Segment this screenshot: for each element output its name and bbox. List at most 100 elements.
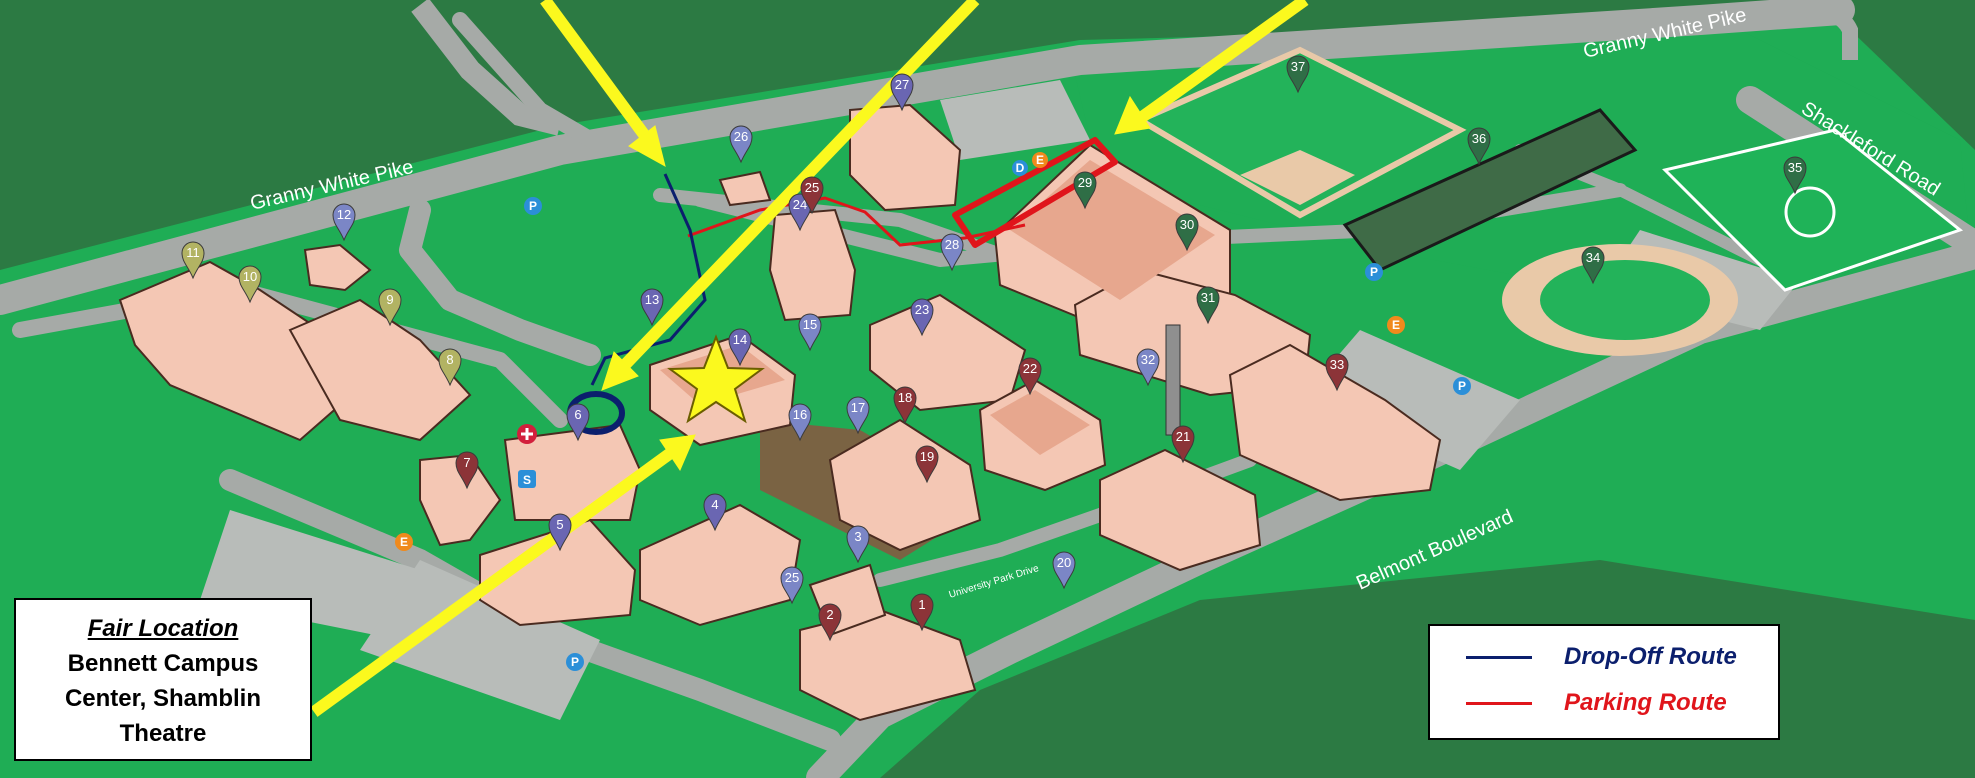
map-pin-icon — [455, 451, 479, 490]
building-marker-number: 30 — [1180, 217, 1194, 232]
fair-location-callout: Fair Location Bennett Campus Center, Sha… — [14, 598, 312, 761]
map-pin-icon — [846, 396, 870, 435]
legend-label-drop-off: Drop-Off Route — [1564, 643, 1737, 670]
map-pin-icon — [1783, 156, 1807, 195]
building-marker[interactable]: 32 — [1136, 348, 1160, 387]
map-pin-icon — [1136, 348, 1160, 387]
building-marker[interactable]: 5 — [548, 513, 572, 552]
entrance-icon — [1032, 152, 1048, 168]
building-marker[interactable]: 18 — [893, 386, 917, 425]
map-pin-icon — [1581, 246, 1605, 285]
building-marker-number: 26 — [734, 129, 748, 144]
building-marker-number: 20 — [1057, 555, 1071, 570]
building-marker[interactable]: 35 — [1783, 156, 1807, 195]
building-marker[interactable]: 16 — [788, 403, 812, 442]
building-marker[interactable]: 25 — [800, 176, 824, 215]
top-right-road-curve — [1799, 1, 1858, 60]
building-marker[interactable]: 3 — [846, 525, 870, 564]
parking-destination-outline — [952, 137, 1118, 248]
direction-arrows — [310, 0, 1309, 717]
building-marker[interactable]: 11 — [181, 241, 205, 280]
building-marker[interactable]: 20 — [1052, 551, 1076, 590]
arrow-parking-shaft — [1134, 0, 1309, 125]
map-pin-icon — [548, 513, 572, 552]
building-marker[interactable]: 36 — [1467, 127, 1491, 166]
building-marker[interactable]: 21 — [1171, 425, 1195, 464]
building-marker[interactable]: 10 — [238, 265, 262, 304]
building-marker[interactable]: 31 — [1196, 286, 1220, 325]
soccer-field — [1662, 128, 1964, 292]
building-marker[interactable]: 33 — [1325, 353, 1349, 392]
building-marker[interactable]: 4 — [703, 493, 727, 532]
building-marker[interactable]: 22 — [1018, 357, 1042, 396]
building-west-dorms-2 — [288, 298, 472, 442]
map-pin-icon — [181, 241, 205, 280]
parking-lot-south — [360, 560, 600, 720]
map-pin-icon — [1467, 127, 1491, 166]
top-left-road-edge — [411, 0, 563, 136]
drop-off-route-line — [590, 173, 707, 386]
parking-icon-label: P — [1458, 379, 1466, 393]
building-marker-number: 12 — [337, 207, 351, 222]
map-pin-icon — [729, 125, 753, 164]
building-marker-number: 22 — [1023, 361, 1037, 376]
road-loop-west — [399, 199, 601, 366]
fair-location-star — [667, 334, 765, 424]
building-marker[interactable]: 23 — [910, 298, 934, 337]
building-marker-number: 19 — [920, 449, 934, 464]
buildings — [118, 103, 1442, 722]
parking-lot-east — [1300, 330, 1520, 470]
map-icons: P P P P E E E D S — [395, 152, 1471, 671]
building-marker[interactable]: 15 — [798, 313, 822, 352]
building-marker-number: 31 — [1201, 290, 1215, 305]
building-marker-number: 2 — [826, 607, 833, 622]
building-marker[interactable]: 1 — [910, 593, 934, 632]
building-marker[interactable]: 24 — [788, 193, 812, 232]
building-marker-number: 17 — [851, 400, 865, 415]
building-marker[interactable]: 26 — [729, 125, 753, 164]
building-marker-number: 29 — [1078, 175, 1092, 190]
building-marker[interactable]: 13 — [640, 288, 664, 327]
building-marker[interactable]: 37 — [1286, 55, 1310, 94]
building-marker-number: 28 — [945, 237, 959, 252]
arrow-fair-location-shaft — [615, 0, 980, 375]
map-pin-icon — [1175, 213, 1199, 252]
building-marker[interactable]: 30 — [1175, 213, 1199, 252]
map-pin-icon — [1018, 357, 1042, 396]
map-pin-icon — [800, 176, 824, 215]
building-marker[interactable]: 14 — [728, 328, 752, 367]
tennis-courts — [1342, 108, 1638, 272]
dining-icon-label: D — [1016, 161, 1025, 175]
building-marker[interactable]: 2 — [818, 603, 842, 642]
building-marker[interactable]: 25 — [780, 566, 804, 605]
arrow-from-box-head — [659, 434, 696, 472]
parking-icon-label: P — [571, 655, 579, 669]
building-marker[interactable]: 34 — [1581, 246, 1605, 285]
building-marker[interactable]: 28 — [940, 233, 964, 272]
building-marker[interactable]: 12 — [332, 203, 356, 242]
building-marker[interactable]: 29 — [1073, 171, 1097, 210]
map-pin-icon — [1171, 425, 1195, 464]
arrow-drop-off-shaft — [540, 0, 653, 144]
building-marker[interactable]: 9 — [378, 288, 402, 327]
building-marker[interactable]: 17 — [846, 396, 870, 435]
map-pin-icon — [640, 288, 664, 327]
map-pin-icon — [703, 493, 727, 532]
building-marker-number: 27 — [895, 77, 909, 92]
health-cross-icon — [521, 428, 533, 440]
building-marker-number: 21 — [1176, 429, 1190, 444]
building-marker-number: 34 — [1586, 250, 1600, 265]
building-marker[interactable]: 27 — [890, 73, 914, 112]
map-pin-icon — [238, 265, 262, 304]
building-marker[interactable]: 8 — [438, 348, 462, 387]
building-marker[interactable]: 19 — [915, 445, 939, 484]
security-icon — [518, 470, 536, 488]
building-marker-number: 11 — [186, 245, 200, 260]
building-marker[interactable]: 6 — [566, 403, 590, 442]
parking-icon — [1365, 263, 1383, 281]
building-marker[interactable]: 7 — [455, 451, 479, 490]
legend-item-parking: Parking Route — [1466, 688, 1727, 718]
parking-lot-north — [940, 80, 1090, 160]
